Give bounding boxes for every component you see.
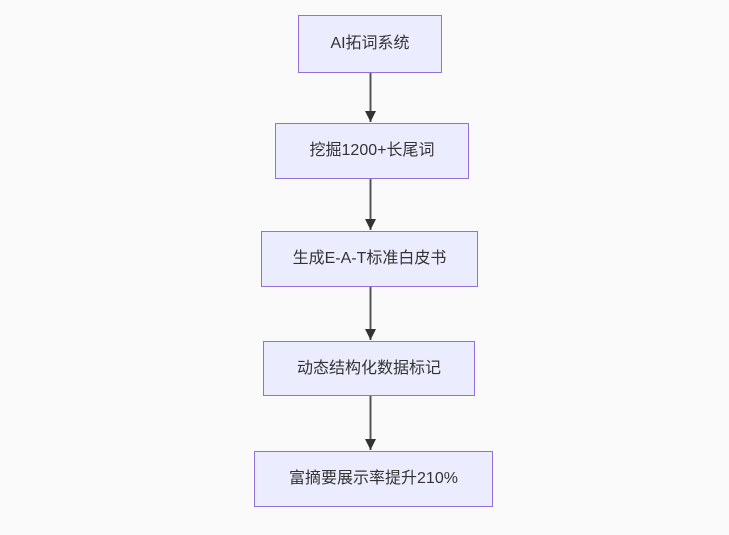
- flow-node-eat-whitepaper: 生成E-A-T标准白皮书: [261, 231, 478, 287]
- flow-node-label: AI拓词系统: [330, 35, 410, 53]
- flow-node-label: 挖掘1200+长尾词: [309, 142, 435, 160]
- flow-node-ai-keyword-system: AI拓词系统: [298, 15, 442, 73]
- flow-node-longtail-mining: 挖掘1200+长尾词: [275, 123, 469, 179]
- flow-node-label: 生成E-A-T标准白皮书: [292, 250, 447, 268]
- flow-node-rich-snippet-result: 富摘要展示率提升210%: [254, 451, 493, 507]
- flow-node-structured-data-markup: 动态结构化数据标记: [263, 341, 475, 396]
- flow-node-label: 动态结构化数据标记: [296, 359, 441, 377]
- flow-node-label: 富摘要展示率提升210%: [289, 470, 458, 488]
